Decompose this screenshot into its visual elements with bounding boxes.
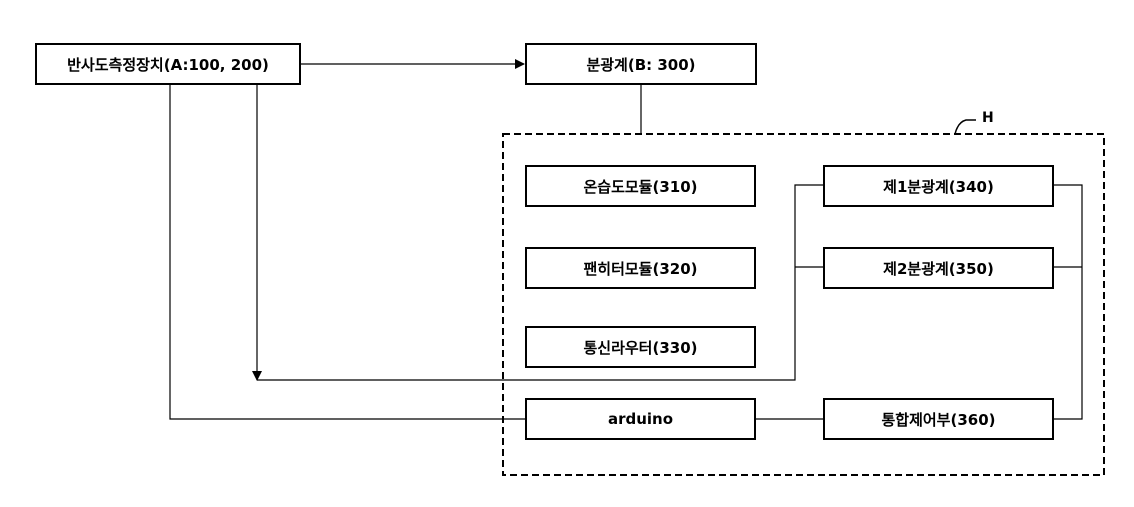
box-temp-humidity-module: 온습도모듈(310) — [525, 165, 756, 207]
connector-spectrometers-controller — [1054, 184, 1083, 420]
housing-boundary — [502, 133, 1105, 476]
box-router: 통신라우터(330) — [525, 326, 756, 368]
connector-spectrometers-feedback — [257, 184, 823, 381]
box-arduino: arduino — [525, 398, 756, 440]
connector-reflectometer-arduino — [169, 85, 525, 420]
box-spectrometer: 분광계(B: 300) — [525, 43, 757, 85]
box-integrated-controller: 통합제어부(360) — [823, 398, 1054, 440]
housing-label: H — [982, 110, 994, 126]
box-spectrometer-2: 제2분광계(350) — [823, 247, 1054, 289]
box-spectrometer-1: 제1분광계(340) — [823, 165, 1054, 207]
box-reflectometer: 반사도측정장치(A:100, 200) — [35, 43, 301, 85]
box-fan-heater-module: 팬히터모듈(320) — [525, 247, 756, 289]
housing-label-leader — [954, 119, 976, 135]
